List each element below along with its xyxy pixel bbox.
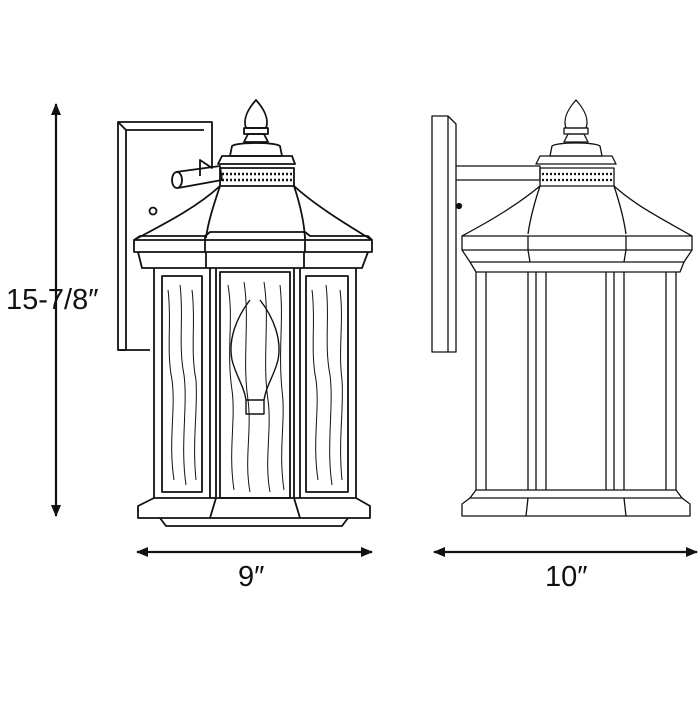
front-view-lantern xyxy=(117,99,373,527)
side-wall-plate xyxy=(431,115,463,353)
side-roof xyxy=(461,185,693,273)
side-base xyxy=(461,489,691,517)
front-body-frame xyxy=(153,268,357,498)
side-body-frame xyxy=(475,272,677,491)
front-finial xyxy=(243,99,269,143)
front-cap xyxy=(217,142,296,187)
front-wall-plate xyxy=(117,121,213,351)
side-cap xyxy=(535,142,617,187)
side-view-lantern xyxy=(431,99,693,517)
height-label: 15-7/8″ xyxy=(6,284,99,316)
front-water-glass-texture xyxy=(167,281,343,493)
front-width-label: 9″ xyxy=(238,561,265,593)
front-arm xyxy=(171,165,223,189)
side-finial xyxy=(563,99,589,143)
side-width-label: 10″ xyxy=(545,561,588,593)
side-arm xyxy=(456,165,541,181)
front-glass-panes xyxy=(161,271,349,499)
front-roof xyxy=(133,185,373,253)
front-collar xyxy=(137,251,369,269)
front-base xyxy=(137,497,371,527)
